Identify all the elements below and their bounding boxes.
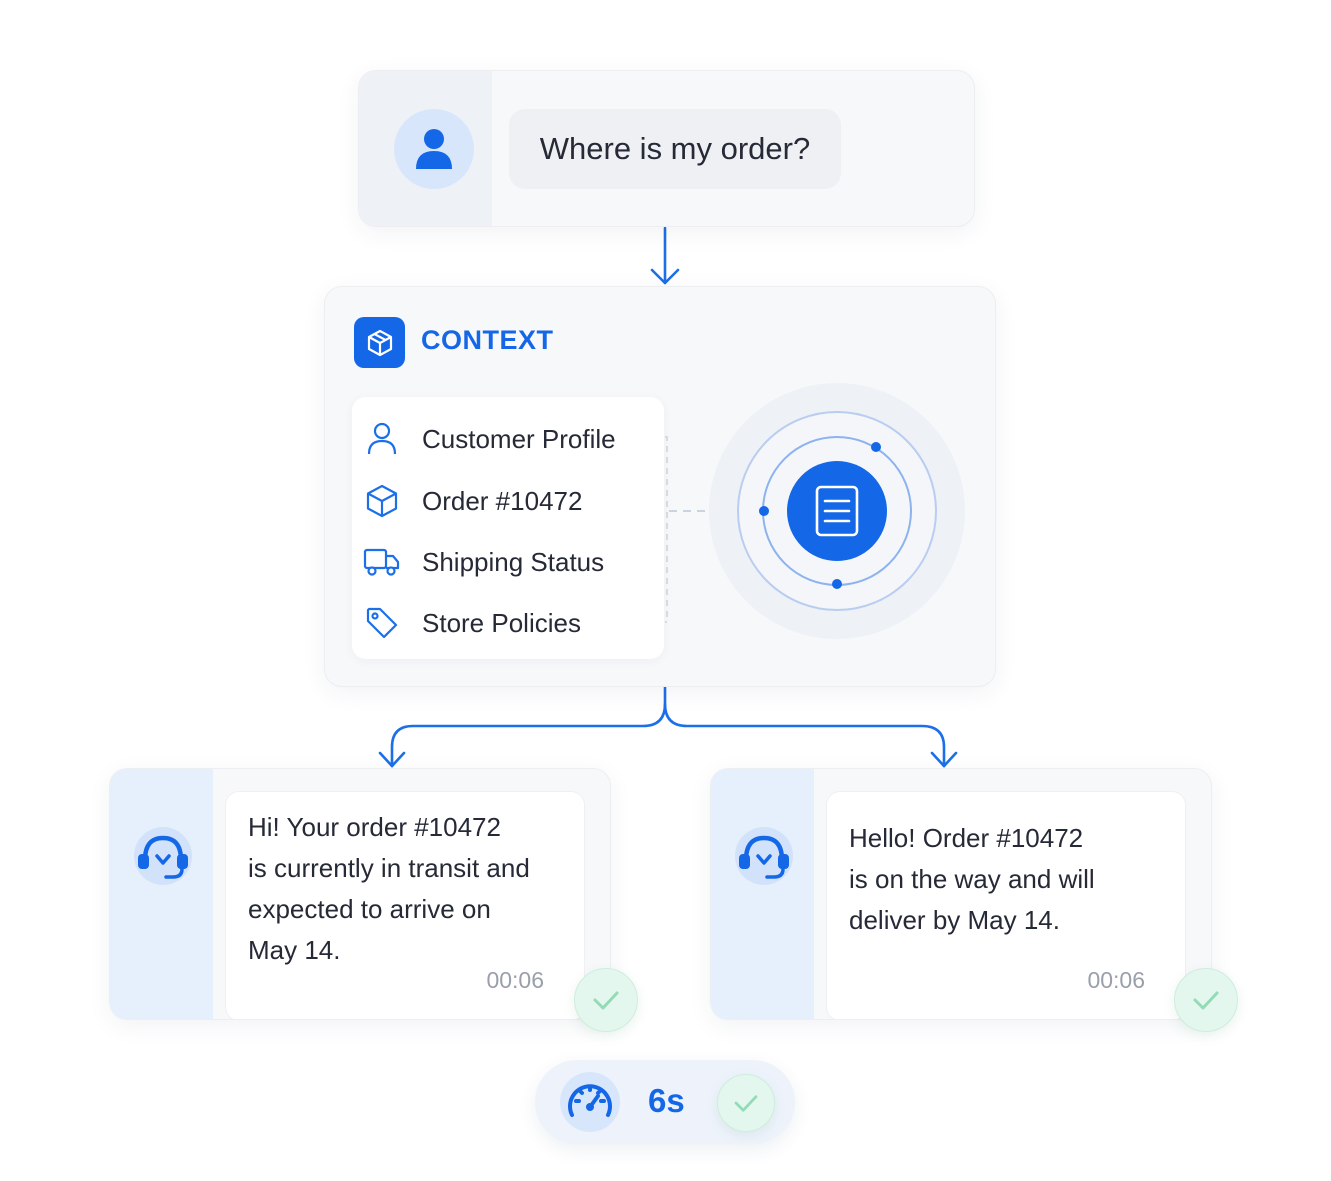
reply-card-2: Hello! Order #10472 is on the way and wi…: [710, 768, 1212, 1020]
agent-avatar: [735, 827, 793, 885]
context-item-label: Customer Profile: [422, 423, 616, 454]
context-item-label: Store Policies: [422, 607, 581, 638]
reply-avatar-strip: [711, 769, 814, 1019]
context-badge: [354, 317, 405, 368]
box-icon: [362, 481, 402, 521]
reply-line: Hello! Order #10472: [849, 823, 1084, 853]
reply-text: Hello! Order #10472 is on the way and wi…: [849, 818, 1179, 941]
context-card: CONTEXT Customer Profile Order #10472 Sh…: [324, 286, 996, 687]
speed-status-badge: [717, 1074, 775, 1132]
context-item-label: Shipping Status: [422, 546, 605, 577]
reply-line: is on the way and will: [849, 864, 1095, 894]
check-icon: [734, 1095, 758, 1112]
reply-line: Hi! Your order #10472: [248, 812, 501, 842]
context-hub: [665, 383, 965, 639]
cube-icon: [367, 329, 392, 356]
context-item-label: Order #10472: [422, 485, 583, 516]
reply-bubble: Hi! Your order #10472 is currently in tr…: [225, 791, 585, 1019]
headset-icon: [739, 835, 789, 879]
user-query-card: Where is my order?: [358, 70, 975, 227]
context-item-shipping-status: Shipping Status: [362, 542, 604, 582]
reply-text: Hi! Your order #10472 is currently in tr…: [248, 807, 578, 971]
response-time-pill: 6s: [535, 1060, 795, 1144]
arrow-head-left: [378, 751, 406, 768]
headset-icon: [138, 835, 188, 879]
context-item-customer-profile: Customer Profile: [362, 419, 616, 459]
user-outline-icon: [362, 419, 402, 459]
truck-icon: [362, 542, 402, 582]
document-icon: [815, 485, 859, 537]
check-icon: [1193, 991, 1219, 1010]
speedometer-icon: [568, 1084, 612, 1117]
reply-avatar-strip: [110, 769, 213, 1019]
reply-timestamp: 00:06: [1087, 967, 1145, 993]
query-bubble: Where is my order?: [509, 109, 841, 189]
branch-connector-right: [663, 702, 946, 768]
reply-card-1: Hi! Your order #10472 is currently in tr…: [109, 768, 611, 1020]
agent-avatar: [134, 827, 192, 885]
list-bracket: [665, 436, 668, 623]
arrow-query-to-context: [650, 226, 680, 285]
reply-bubble: Hello! Order #10472 is on the way and wi…: [826, 791, 1186, 1019]
query-text: Where is my order?: [539, 131, 811, 166]
branch-connector: [390, 684, 667, 768]
reply-1-status-badge: [574, 968, 638, 1032]
context-list: Customer Profile Order #10472 Shipping S…: [352, 397, 664, 659]
response-time-value: 6s: [648, 1082, 685, 1119]
context-item-order: Order #10472: [362, 481, 582, 521]
user-icon: [416, 129, 452, 169]
context-title: CONTEXT: [421, 325, 554, 355]
reply-line: is currently in transit and: [248, 853, 530, 883]
reply-timestamp: 00:06: [486, 967, 544, 993]
speedometer-badge: [560, 1072, 620, 1132]
user-avatar: [394, 109, 474, 189]
reply-line: May 14.: [248, 935, 341, 965]
check-icon: [593, 991, 619, 1010]
tag-icon: [362, 603, 402, 643]
arrow-head-right: [930, 751, 958, 768]
reply-2-status-badge: [1174, 968, 1238, 1032]
context-item-store-policies: Store Policies: [362, 603, 581, 643]
reply-line: deliver by May 14.: [849, 905, 1060, 935]
reply-line: expected to arrive on: [248, 894, 491, 924]
